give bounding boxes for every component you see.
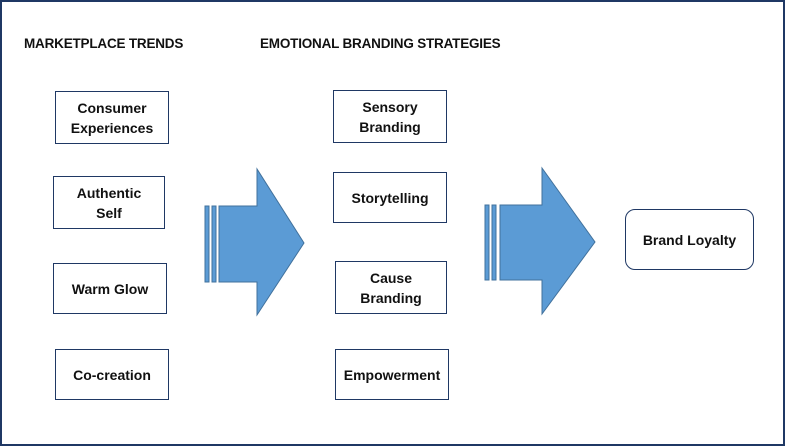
right-arrow-1	[204, 167, 305, 317]
arrow-stripe	[484, 204, 490, 281]
strategy-box-sensory-branding: Sensory Branding	[333, 90, 447, 143]
arrow-stripe	[204, 205, 210, 283]
right-arrow-2	[484, 166, 596, 316]
arrow-body	[499, 166, 596, 316]
trend-label: Consumer Experiences	[70, 99, 154, 136]
trend-label: Warm Glow	[71, 280, 149, 297]
trend-box-warm-glow: Warm Glow	[53, 263, 167, 314]
trend-box-authentic-self: Authentic Self	[53, 176, 165, 229]
strategy-label: Empowerment	[343, 366, 441, 383]
strategy-label: Sensory Branding	[359, 98, 421, 135]
strategy-label: Cause Branding	[360, 269, 422, 306]
heading-marketplace-trends: MARKETPLACE TRENDS	[24, 36, 184, 51]
outcome-box-brand-loyalty: Brand Loyalty	[625, 209, 754, 270]
strategy-box-empowerment: Empowerment	[335, 349, 449, 400]
strategy-label: Storytelling	[351, 189, 429, 206]
outcome-label: Brand Loyalty	[642, 231, 737, 248]
arrow-stripe	[211, 205, 217, 283]
strategy-box-cause-branding: Cause Branding	[335, 261, 447, 314]
heading-emotional-branding-strategies: EMOTIONAL BRANDING STRATEGIES	[260, 36, 501, 51]
arrow-body	[218, 167, 305, 317]
trend-box-consumer-experiences: Consumer Experiences	[55, 91, 169, 144]
arrow-stripe	[491, 204, 497, 281]
trend-label: Authentic Self	[76, 184, 142, 221]
trend-label: Co-creation	[73, 366, 151, 383]
strategy-box-storytelling: Storytelling	[333, 172, 447, 223]
trend-box-co-creation: Co-creation	[55, 349, 169, 400]
